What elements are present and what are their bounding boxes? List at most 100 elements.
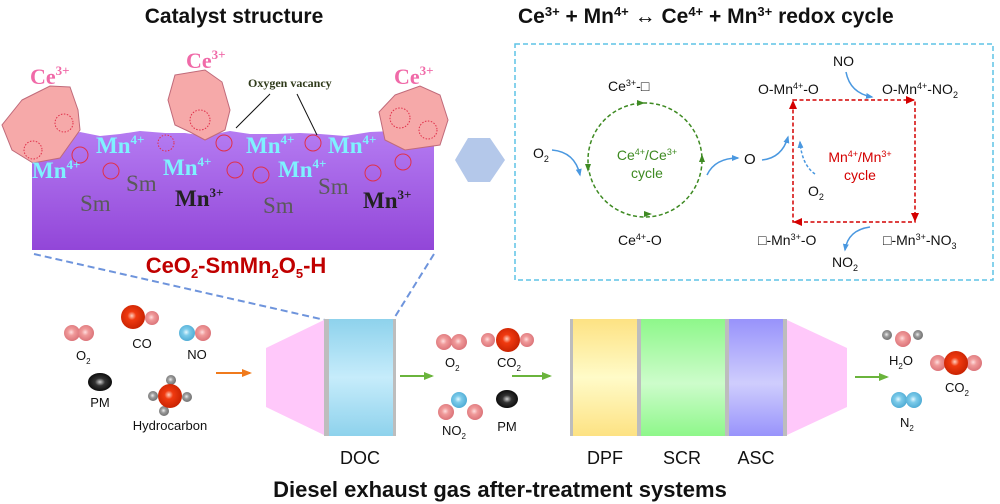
co2-molecule-icon	[481, 328, 534, 352]
title-plus-2: +	[703, 5, 727, 28]
mn3-label: Mn3+	[363, 187, 411, 213]
output-n2-label: N2	[900, 415, 914, 433]
no-molecule-icon	[179, 325, 211, 341]
vacancy-circle	[389, 107, 411, 129]
mn4-label: Mn4+	[163, 154, 211, 180]
ce3-label-left: Ce3+	[30, 63, 70, 89]
title-suffix: redox cycle	[772, 5, 893, 28]
scr-block	[641, 319, 725, 436]
doc-flange-right	[393, 319, 396, 436]
no-input-label: NO	[833, 53, 854, 69]
oxygen-vacancy-pointer-left	[235, 93, 271, 129]
vacancy-circle	[252, 166, 270, 184]
mn4-label: Mn4+	[328, 132, 376, 158]
ce-cycle-label-line1: Ce4+/Ce3+	[617, 147, 677, 163]
ce3-label-right: Ce3+	[394, 63, 434, 89]
mn3-label: Mn3+	[175, 185, 223, 211]
ce-o2-input-label: O2	[533, 145, 549, 164]
redox-cycle-panel	[514, 43, 994, 281]
mn-cycle-label-line1: Mn4+/Mn3+	[828, 149, 891, 165]
ceo2-particle-right	[378, 85, 449, 151]
o2-molecule-icon	[64, 325, 94, 341]
mn4-labels: Mn4+ Mn4+ Mn4+ Mn4+ Mn4+ Mn4+	[32, 132, 376, 183]
ce3-vacancy-species: Ce3+-□	[608, 78, 650, 94]
catalyst-structure-panel: Ce3+ Ce3+ Ce3+ Oxygen vacancy Mn4+ Mn4+ …	[1, 47, 449, 321]
ce-o-transfer-arrow	[706, 155, 740, 176]
mn4-label: Mn4+	[278, 156, 326, 182]
mid-o2-label: O2	[445, 355, 460, 373]
mn-cycle-arrowhead-left	[793, 218, 802, 226]
output-co2-label: CO2	[945, 380, 970, 398]
vacancy-circle	[157, 134, 175, 152]
mn-o2-input-arrow	[797, 140, 816, 175]
vacancy-circle	[23, 140, 43, 160]
mn4-label: Mn4+	[96, 132, 144, 158]
doc-label: DOC	[340, 448, 380, 468]
zoom-link-right	[392, 253, 435, 321]
asc-label: ASC	[737, 448, 774, 468]
input-no-label: NO	[187, 347, 207, 362]
pm-particle-icon	[88, 373, 112, 391]
mn-cycle-arrowhead-down	[911, 213, 919, 222]
vacancy-circle	[189, 109, 211, 131]
sm-labels: Sm Sm Sm Sm	[80, 171, 349, 218]
input-gases: O2 CO NO PM Hydrocarbon	[64, 305, 211, 433]
ce3-label-middle: Ce3+	[186, 47, 226, 73]
input-co-label: CO	[132, 336, 152, 351]
redox-cycle-title: Ce3+ + Mn4+ ↔ Ce4+ + Mn3+ redox cycle	[518, 4, 894, 28]
vacancy-circle	[102, 162, 120, 180]
ce-cycle-arrowhead-bottom	[644, 211, 652, 217]
mn-cycle-arrowhead-right	[906, 96, 915, 104]
ce-cycle: Ce3+-□ Ce4+-O Ce4+/Ce3+ cycle O2 O	[533, 78, 790, 248]
sm-label: Sm	[263, 193, 294, 218]
mn-cycle: O-Mn4+-O O-Mn4+-NO2 □-Mn3+-O □-Mn3+-NO3 …	[758, 53, 958, 273]
ce4-oxygen-species: Ce4+-O	[618, 232, 662, 248]
mid-co2-label: CO2	[497, 355, 522, 373]
mn-cycle-label-line2: cycle	[844, 167, 876, 183]
dpf-label: DPF	[587, 448, 623, 468]
ceo2-particle-left	[1, 85, 81, 164]
no2-output-label: NO2	[832, 254, 858, 273]
doc-inlet-cone	[266, 320, 324, 435]
title-ce3-base: Ce	[518, 5, 545, 28]
intermediate-gases: O2 CO2 NO2 PM	[436, 328, 534, 441]
vacancy-circle	[54, 113, 74, 133]
no2-output-arrow	[842, 226, 871, 252]
mid-no2-label: NO2	[442, 423, 467, 441]
title-ce3-sup: 3+	[545, 4, 560, 19]
doc-catalyst-block	[329, 319, 393, 436]
zoom-link-left	[33, 253, 326, 321]
mn4-dioxo-species: O-Mn4+-O	[758, 81, 819, 97]
vacancy-circle	[71, 146, 89, 164]
smmn2o5-support	[32, 130, 434, 250]
input-o2-label: O2	[76, 348, 91, 366]
sm-label: Sm	[318, 174, 349, 199]
mn-cycle-loop	[792, 99, 916, 223]
n2-molecule-icon	[891, 392, 922, 408]
title-mn3-sup: 3+	[757, 4, 772, 19]
vacancy-circle	[304, 134, 322, 152]
hydrocarbon-molecule-icon	[148, 375, 192, 416]
ce-cycle-label-line2: cycle	[631, 165, 663, 181]
asc-flange	[783, 319, 787, 436]
transferred-oxygen-label: O	[744, 151, 756, 168]
asc-block	[729, 319, 783, 436]
ce-cycle-arrowhead-right	[699, 154, 705, 162]
scr-label: SCR	[663, 448, 701, 468]
mn3-oxo-species: □-Mn3+-O	[758, 232, 817, 248]
title-double-arrow: ↔	[629, 5, 662, 28]
input-hydrocarbon-label: Hydrocarbon	[133, 418, 207, 433]
mn4-nitrite-species: O-Mn4+-NO2	[882, 81, 958, 100]
vacancy-circle	[418, 120, 438, 140]
mid-pm-label: PM	[497, 419, 517, 434]
mn-o2-input-label: O2	[808, 183, 824, 202]
mn3-nitrate-species: □-Mn3+-NO3	[883, 232, 957, 251]
oxygen-vacancy-label: Oxygen vacancy	[248, 76, 332, 90]
oxygen-vacancy-pointer-right	[296, 93, 318, 136]
outlet-cone	[787, 320, 847, 435]
dpf-scr-flange	[637, 319, 641, 436]
sm-label: Sm	[126, 171, 157, 196]
catalyst-formula: CeO2-SmMn2O5-H	[146, 253, 327, 281]
vacancy-circle	[364, 164, 382, 182]
